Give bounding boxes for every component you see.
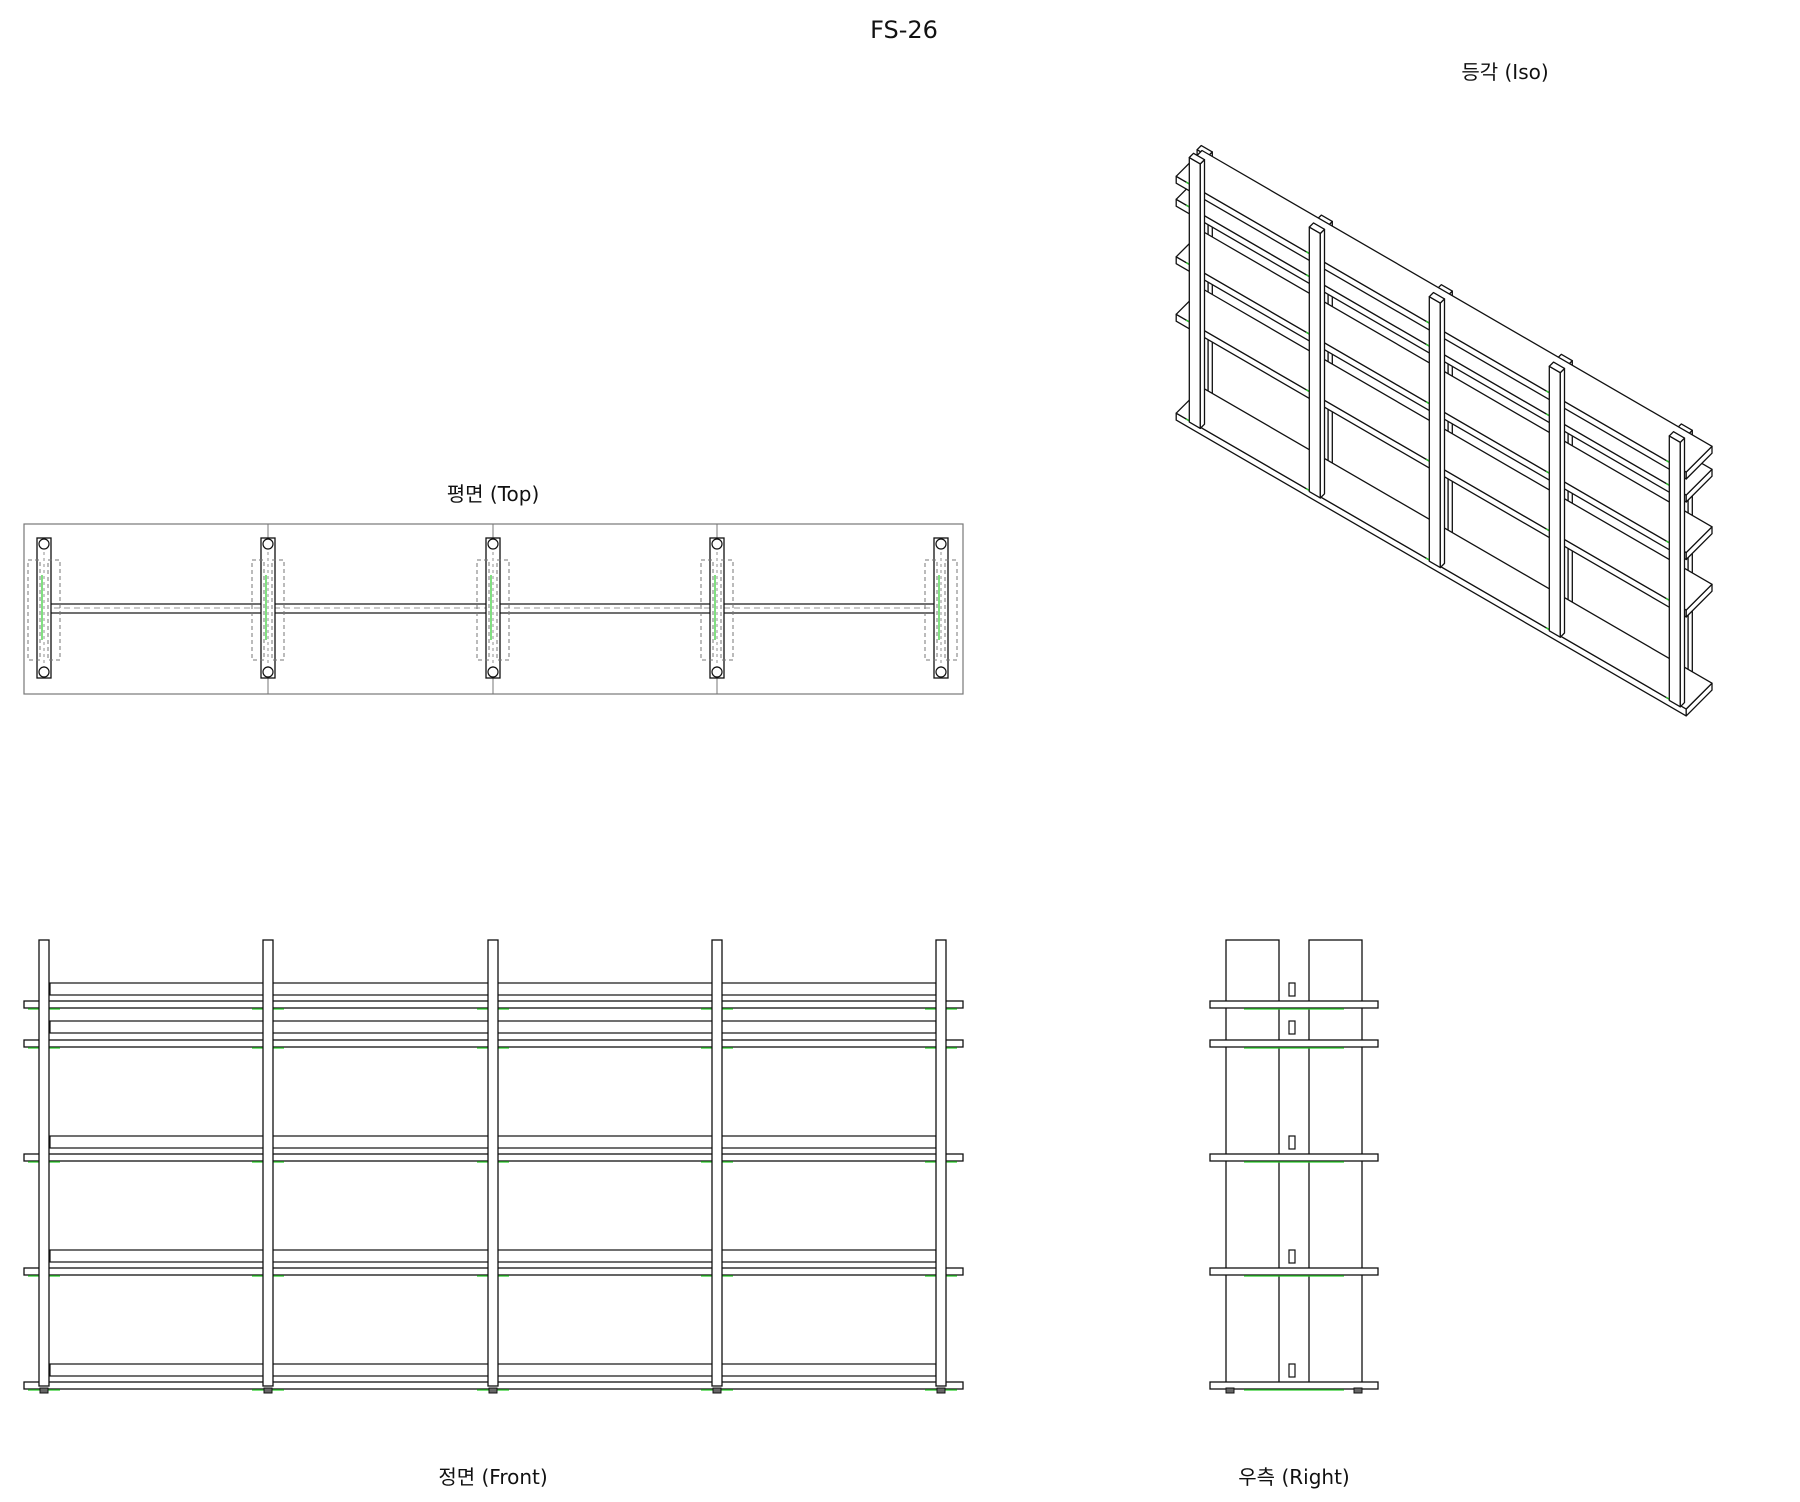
front-foot: [712, 1387, 722, 1394]
iso-view-label: 등각 (Iso): [1461, 60, 1549, 84]
iso-post-front: [1428, 291, 1446, 304]
right-shelf: [1209, 1153, 1379, 1162]
iso-post-front: [1188, 152, 1206, 165]
iso-post-front: [1199, 159, 1206, 430]
iso-post-front: [1319, 228, 1326, 499]
iso-post-front: [1548, 361, 1566, 374]
right-back-rail: [1288, 1135, 1296, 1150]
right-back-rail: [1288, 1020, 1296, 1035]
right-view: [1209, 939, 1379, 1394]
iso-post-front: [1428, 296, 1441, 569]
top-foot: [38, 666, 50, 678]
iso-post-front: [1668, 435, 1681, 708]
top-view-label: 평면 (Top): [446, 482, 540, 506]
iso-post-front: [1679, 437, 1686, 708]
iso-post-front: [1308, 226, 1321, 499]
front-view: [23, 939, 964, 1394]
iso-post-front: [1439, 298, 1446, 569]
front-post: [711, 939, 723, 1387]
top-foot: [711, 666, 723, 678]
right-shelf: [1209, 1267, 1379, 1276]
front-foot: [39, 1387, 49, 1394]
iso-post-front: [1548, 365, 1561, 638]
front-view-label: 정면 (Front): [438, 1465, 548, 1489]
iso-post-front: [1559, 367, 1566, 638]
front-post: [38, 939, 50, 1387]
iso-post-front: [1308, 222, 1326, 235]
right-foot: [1225, 1387, 1235, 1394]
sheet-title: FS-26: [870, 16, 938, 44]
top-foot: [262, 538, 274, 550]
top-foot: [711, 538, 723, 550]
top-view: [23, 523, 964, 695]
front-foot: [936, 1387, 946, 1394]
right-post-back: [1308, 939, 1363, 1387]
front-foot: [263, 1387, 273, 1394]
top-foot: [38, 538, 50, 550]
right-shelf: [1209, 1039, 1379, 1048]
right-view-label: 우측 (Right): [1238, 1465, 1350, 1489]
right-back-rail: [1288, 982, 1296, 997]
top-foot: [262, 666, 274, 678]
top-foot: [487, 666, 499, 678]
front-post: [262, 939, 274, 1387]
right-back-rail: [1288, 1363, 1296, 1378]
top-foot: [935, 666, 947, 678]
front-foot: [488, 1387, 498, 1394]
right-shelf: [1209, 1000, 1379, 1009]
iso-post-front: [1188, 156, 1201, 430]
right-foot: [1353, 1387, 1363, 1394]
top-foot: [487, 538, 499, 550]
right-back-rail: [1288, 1249, 1296, 1264]
top-foot: [935, 538, 947, 550]
front-post: [935, 939, 947, 1387]
iso-view: [1175, 144, 1713, 717]
right-post-front: [1225, 939, 1280, 1387]
front-post: [487, 939, 499, 1387]
right-shelf: [1209, 1381, 1379, 1390]
iso-post-front: [1668, 431, 1686, 443]
